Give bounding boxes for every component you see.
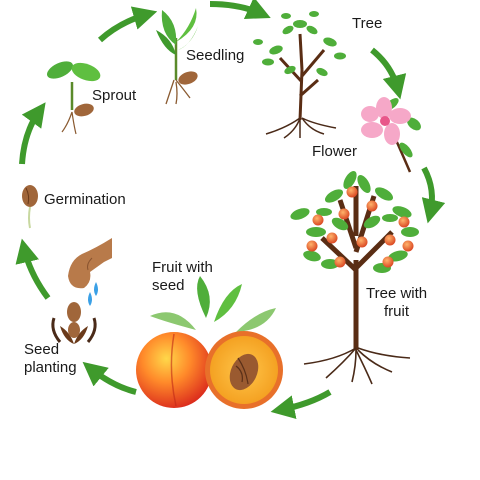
label-seed-planting-line1: Seed [24,341,59,358]
label-fruit-with-seed-line2: seed [152,277,185,294]
label-tree-with-fruit-line1: Tree with [366,285,427,302]
whole-peach [136,332,212,408]
cycle-arrows [15,0,446,419]
label-tree: Tree [352,15,382,32]
arrow-planting-to-germination [15,238,51,300]
label-flower: Flower [312,143,357,160]
label-fruit-with-seed-line1: Fruit with [152,259,213,276]
arrow-fruit-tree-to-fruit [270,389,332,419]
arrow-seedling-to-tree [209,0,271,19]
label-tree-with-fruit-line2: fruit [384,303,410,320]
label-seedling: Seedling [186,47,244,64]
seedling-illustration [156,8,198,105]
peach-fruit-illustration [136,276,283,409]
arrow-germination-to-sprout [19,102,46,165]
arrow-flower-to-fruit-tree [421,166,446,224]
hand [68,238,112,289]
peach-pit [229,353,259,391]
arrow-sprout-to-seedling [97,6,158,43]
seed-planting-illustration [51,238,112,344]
arrow-fruit-to-planting [82,361,137,395]
flower-illustration [361,97,421,173]
germination-seed-illustration [22,185,38,229]
young-tree-illustration [253,11,346,139]
arrow-tree-to-flower [370,47,407,100]
label-seed-planting-line2: planting [24,359,77,376]
label-germination: Germination [44,191,126,208]
fruit-tree-illustration [290,170,419,385]
sprout-illustration [46,61,101,135]
label-sprout: Sprout [92,87,137,104]
